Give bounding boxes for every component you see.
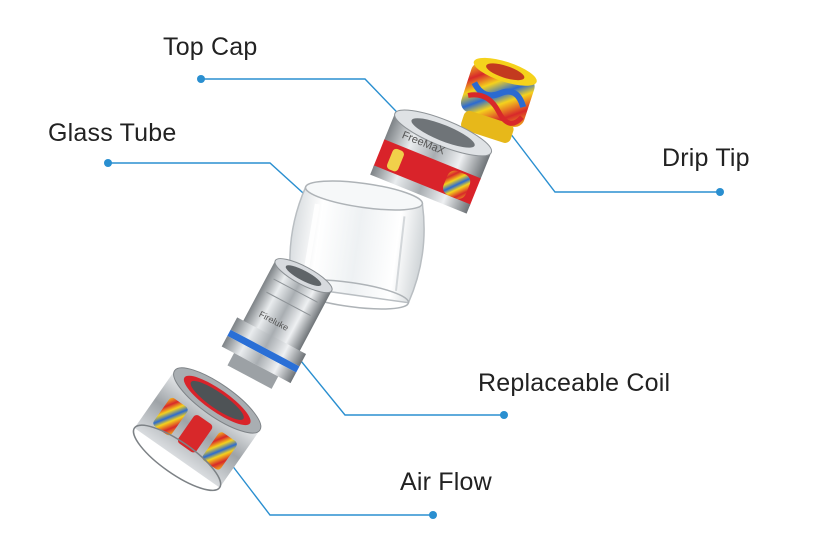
drip-tip-illustration xyxy=(460,57,537,143)
label-glass-tube: Glass Tube xyxy=(48,119,177,147)
leader-dots xyxy=(104,75,724,519)
label-replaceable-coil: Replaceable Coil xyxy=(478,369,671,397)
dot-air-flow xyxy=(429,511,437,519)
top-cap-illustration: FreeMaX xyxy=(370,109,493,214)
label-drip-tip: Drip Tip xyxy=(662,144,750,172)
air-flow-ring-illustration xyxy=(132,367,262,492)
leader-line-coil xyxy=(287,344,504,416)
dot-top-cap xyxy=(197,75,205,83)
leader-line-air-flow xyxy=(227,459,433,516)
label-top-cap: Top Cap xyxy=(163,33,258,61)
leader-line-top-cap xyxy=(201,78,420,136)
label-air-flow: Air Flow xyxy=(400,468,492,496)
dot-glass-tube xyxy=(104,159,112,167)
dot-coil xyxy=(500,411,508,419)
coil-illustration: Fireluke xyxy=(221,258,333,389)
glass-tube-illustration xyxy=(289,180,425,310)
dot-drip-tip xyxy=(716,188,724,196)
leader-line-drip-tip xyxy=(509,132,720,193)
